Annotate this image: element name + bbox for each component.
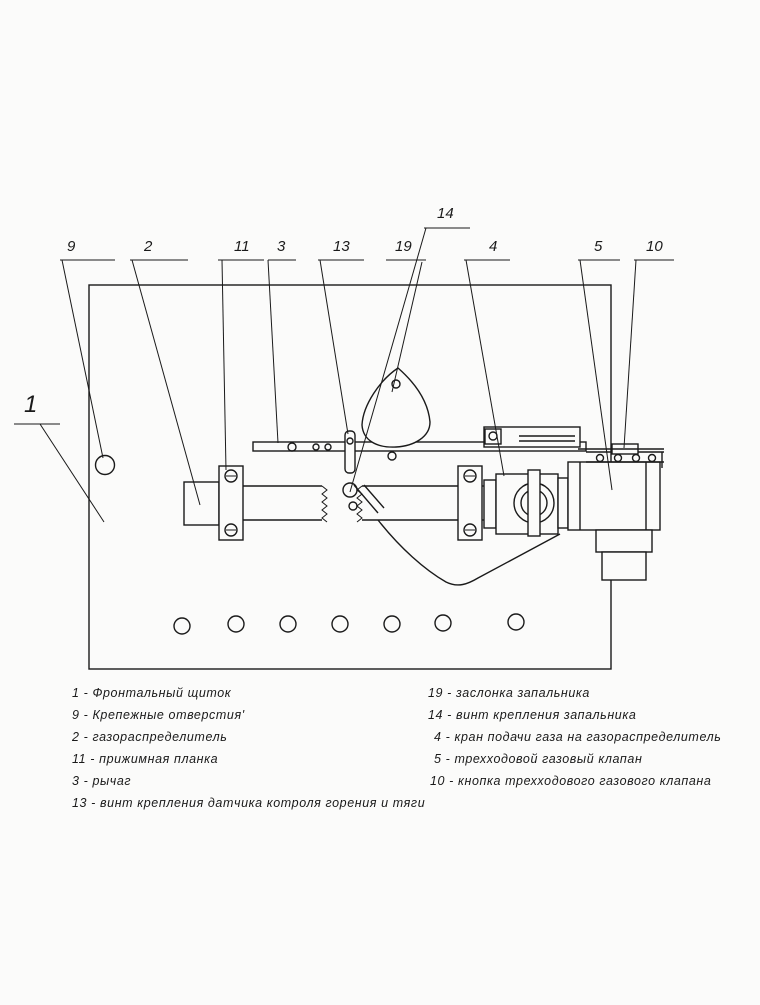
valve-button bbox=[578, 443, 664, 468]
legend-item: 9 - Крепежные отверстия' bbox=[72, 708, 245, 722]
burner-hole bbox=[331, 615, 349, 633]
mounting-hole bbox=[94, 454, 116, 476]
legend-item: 2 - газораспределитель bbox=[71, 730, 227, 744]
legend-item: 19 - заслонка запальника bbox=[428, 686, 590, 700]
burner-hole bbox=[227, 615, 245, 633]
legend-left: 1 - Фронтальный щиток 9 - Крепежные отве… bbox=[71, 686, 425, 810]
clamp-strip-left bbox=[218, 465, 244, 541]
pilot-tube bbox=[377, 519, 561, 586]
callout-3: 3 bbox=[277, 238, 286, 255]
burner-holes bbox=[173, 613, 525, 635]
burner-hole bbox=[507, 613, 525, 631]
callout-19: 19 bbox=[395, 238, 412, 255]
burner-hole bbox=[383, 615, 401, 633]
pilot-damper bbox=[361, 367, 431, 461]
lever bbox=[252, 441, 587, 452]
callout-4: 4 bbox=[489, 238, 497, 255]
legend-item: 1 - Фронтальный щиток bbox=[72, 686, 232, 700]
callout-13: 13 bbox=[333, 238, 350, 255]
burner-hole bbox=[173, 617, 191, 635]
callout-10: 10 bbox=[646, 238, 663, 255]
callout-9: 9 bbox=[67, 238, 76, 255]
sensor-screw bbox=[344, 430, 356, 474]
callout-14: 14 bbox=[437, 205, 454, 222]
legend-item: 5 - трехходовой газовый клапан bbox=[434, 752, 642, 766]
legend-item: 4 - кран подачи газа на газораспределите… bbox=[434, 730, 721, 744]
legend-item: 11 - прижимная планка bbox=[72, 752, 218, 766]
callout-5: 5 bbox=[594, 238, 603, 255]
legend-item: 10 - кнопка трехходового газового клапан… bbox=[430, 774, 711, 788]
callout-1: 1 bbox=[24, 391, 37, 418]
gas-supply-tap bbox=[483, 469, 569, 537]
burner-hole bbox=[279, 615, 297, 633]
legend-right: 19 - заслонка запальника 14 - винт крепл… bbox=[428, 686, 721, 788]
burner-hole bbox=[434, 614, 452, 632]
leaders bbox=[14, 227, 674, 523]
legend-item: 3 - рычаг bbox=[72, 774, 131, 788]
pilot-screw bbox=[342, 482, 385, 514]
legend-item: 14 - винт крепления запальника bbox=[428, 708, 636, 722]
callout-2: 2 bbox=[143, 238, 153, 255]
legend-item: 13 - винт крепления датчика котроля горе… bbox=[72, 796, 425, 810]
callout-labels: 1 9 2 11 3 13 19 14 4 5 10 bbox=[24, 205, 663, 418]
clamp-strip-right bbox=[457, 465, 483, 541]
three-way-valve bbox=[567, 451, 664, 581]
callout-11: 11 bbox=[234, 238, 250, 255]
